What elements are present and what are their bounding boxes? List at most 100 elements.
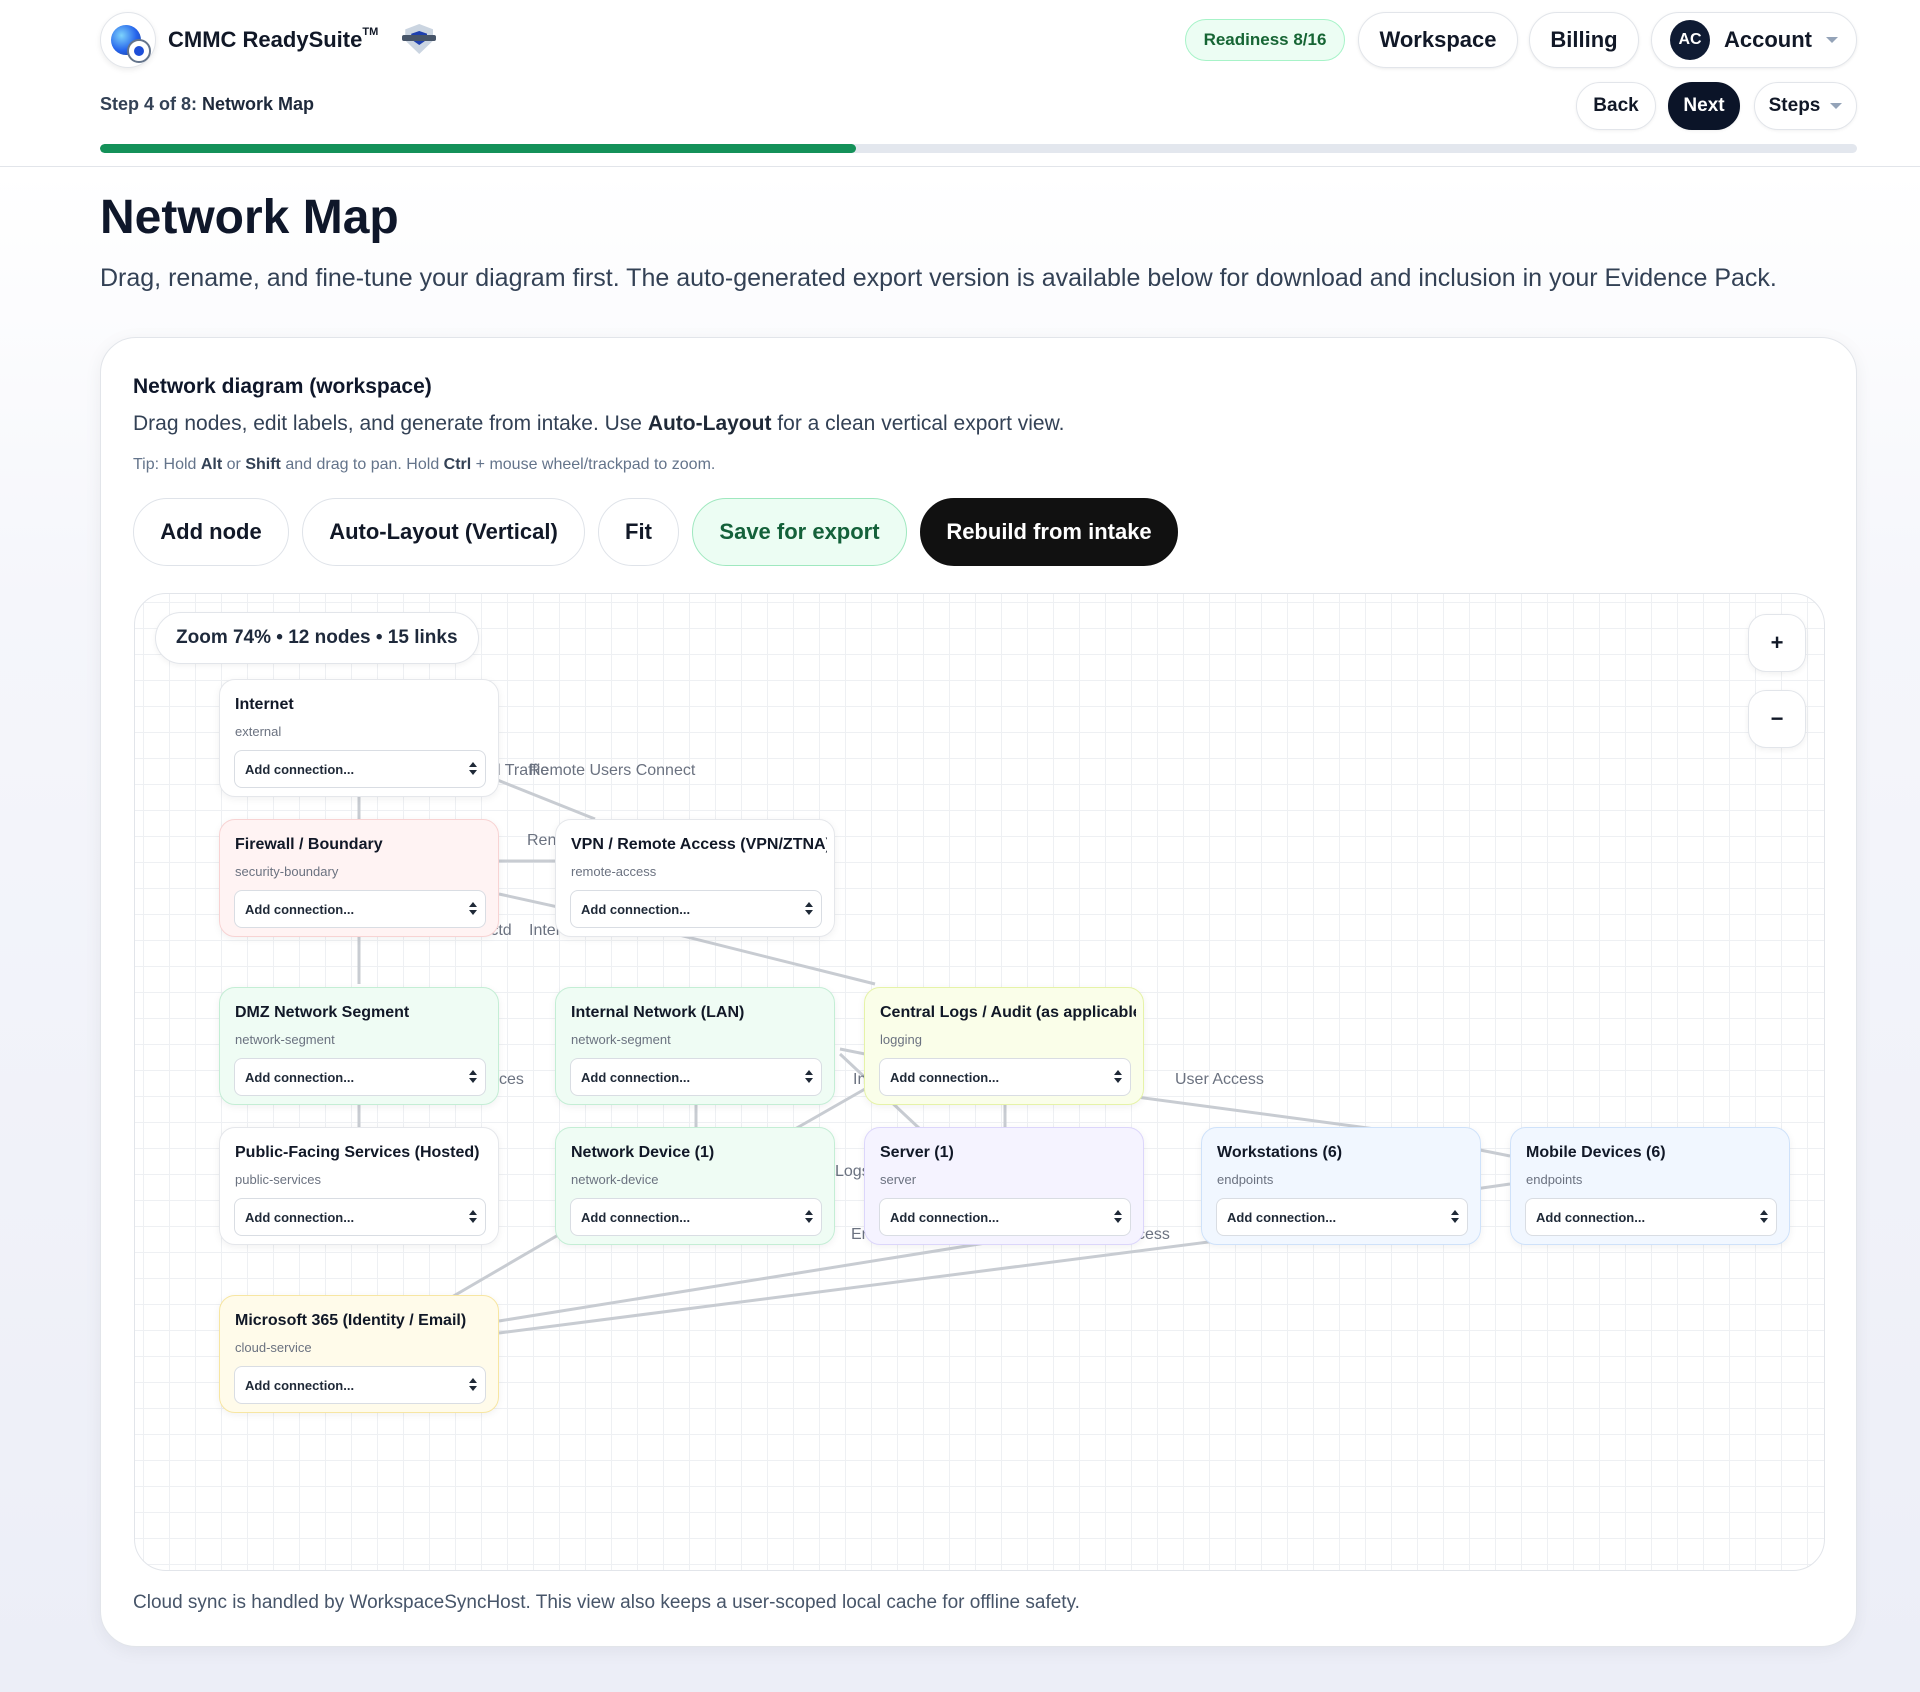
add-connection-label: Add connection... — [245, 1377, 355, 1393]
card-title: Network diagram (workspace) — [133, 375, 432, 398]
select-arrows-icon — [1760, 1210, 1768, 1224]
node-title[interactable]: Microsoft 365 (Identity / Email) — [235, 1312, 467, 1329]
step-count: Step 4 of 8: — [100, 94, 198, 114]
add-connection-select[interactable]: Add connection... — [234, 1366, 486, 1404]
brand-name-text: CMMC ReadySuite — [168, 27, 363, 52]
add-connection-select[interactable]: Add connection... — [570, 890, 822, 928]
steps-menu-button[interactable]: Steps — [1754, 82, 1857, 130]
page-title: Network Map — [100, 191, 399, 244]
node-title[interactable]: DMZ Network Segment — [235, 1004, 410, 1021]
add-connection-select[interactable]: Add connection... — [879, 1058, 1131, 1096]
diagram-node[interactable]: Central Logs / Audit (as applicable) logg… — [864, 987, 1144, 1105]
next-button[interactable]: Next — [1668, 82, 1740, 130]
select-arrows-icon — [1114, 1070, 1122, 1084]
zoom-status: Zoom 74% • 12 nodes • 15 links — [155, 612, 479, 664]
add-connection-label: Add connection... — [1536, 1209, 1646, 1225]
link-label: ces — [499, 1071, 524, 1088]
select-arrows-icon — [805, 1210, 813, 1224]
step-indicator: Step 4 of 8: Network Map — [100, 94, 314, 115]
node-type: network-segment — [571, 1032, 671, 1047]
node-title[interactable]: Firewall / Boundary — [235, 836, 383, 853]
add-connection-label: Add connection... — [245, 761, 355, 777]
node-title[interactable]: Internal Network (LAN) — [571, 1004, 745, 1021]
zoom-out-button[interactable]: − — [1748, 690, 1806, 748]
node-title[interactable]: Mobile Devices (6) — [1526, 1144, 1666, 1161]
rebuild-from-intake-button[interactable]: Rebuild from intake — [920, 498, 1178, 566]
node-type: external — [235, 724, 282, 739]
link-label: cess — [1137, 1226, 1170, 1243]
certification-badge-icon — [402, 22, 437, 58]
link-line — [494, 777, 596, 821]
select-arrows-icon — [1451, 1210, 1459, 1224]
select-arrows-icon — [469, 762, 477, 776]
link-line — [794, 1087, 866, 1131]
account-menu-button[interactable]: AC Account — [1651, 12, 1857, 68]
node-type: cloud-service — [235, 1340, 312, 1355]
add-connection-label: Add connection... — [581, 1069, 691, 1085]
node-type: logging — [880, 1032, 922, 1047]
add-connection-select[interactable]: Add connection... — [234, 890, 486, 928]
node-type: security-boundary — [235, 864, 339, 879]
billing-button[interactable]: Billing — [1529, 12, 1639, 68]
add-connection-select[interactable]: Add connection... — [1216, 1198, 1468, 1236]
add-connection-select[interactable]: Add connection... — [1525, 1198, 1777, 1236]
select-arrows-icon — [805, 1070, 813, 1084]
diagram-node[interactable]: VPN / Remote Access (VPN/ZTNA) remote-acc… — [555, 819, 835, 937]
step-progress-fill — [100, 144, 856, 153]
node-title[interactable]: VPN / Remote Access (VPN/ZTNA) — [571, 836, 827, 853]
avatar: AC — [1670, 20, 1710, 60]
node-type: remote-access — [571, 864, 657, 879]
page-subtitle: Drag, rename, and fine-tune your diagram… — [100, 264, 1777, 292]
add-connection-select[interactable]: Add connection... — [234, 1198, 486, 1236]
fit-button[interactable]: Fit — [598, 498, 679, 566]
top-header: CMMC ReadySuiteTM Readiness 8/16 Workspa… — [0, 0, 1920, 167]
diagram-node[interactable]: Microsoft 365 (Identity / Email) cloud-se… — [219, 1295, 499, 1413]
tip-text: or — [222, 456, 246, 473]
node-type: public-services — [235, 1172, 321, 1187]
add-connection-select[interactable]: Add connection... — [570, 1198, 822, 1236]
node-title[interactable]: Central Logs / Audit (as applicable) — [880, 1004, 1136, 1021]
link-label: Inter — [529, 922, 562, 939]
link-label: User Access — [1175, 1071, 1264, 1088]
add-connection-label: Add connection... — [581, 1209, 691, 1225]
add-connection-select[interactable]: Add connection... — [879, 1198, 1131, 1236]
node-title[interactable]: Public-Facing Services (Hosted) — [235, 1144, 480, 1161]
node-title[interactable]: Internet — [235, 696, 294, 713]
desc-bold: Auto-Layout — [647, 412, 772, 435]
add-connection-label: Add connection... — [245, 1069, 355, 1085]
add-connection-select[interactable]: Add connection... — [570, 1058, 822, 1096]
zoom-in-button[interactable]: + — [1748, 614, 1806, 672]
desc-text: Drag nodes, edit labels, and generate fr… — [133, 412, 648, 435]
select-arrows-icon — [805, 902, 813, 916]
add-connection-select[interactable]: Add connection... — [234, 1058, 486, 1096]
link-line — [444, 1232, 561, 1303]
auto-layout-button[interactable]: Auto-Layout (Vertical) — [302, 498, 585, 566]
save-for-export-button[interactable]: Save for export — [692, 498, 907, 566]
steps-label: Steps — [1768, 95, 1821, 116]
chevron-down-icon — [1830, 103, 1843, 109]
diagram-node[interactable]: Public-Facing Services (Hosted) public-se… — [219, 1127, 499, 1245]
tip-key-ctrl: Ctrl — [443, 456, 472, 473]
tip-key-alt: Alt — [200, 456, 223, 473]
add-connection-label: Add connection... — [581, 901, 691, 917]
brand[interactable]: CMMC ReadySuiteTM — [100, 12, 437, 68]
node-title[interactable]: Server (1) — [880, 1144, 954, 1161]
add-connection-label: Add connection... — [245, 1209, 355, 1225]
link-label: l Traffic — [497, 762, 549, 779]
node-title[interactable]: Network Device (1) — [571, 1144, 715, 1161]
readiness-badge[interactable]: Readiness 8/16 — [1185, 19, 1345, 61]
workspace-button[interactable]: Workspace — [1358, 12, 1518, 68]
back-button[interactable]: Back — [1576, 82, 1656, 130]
node-title[interactable]: Workstations (6) — [1217, 1144, 1343, 1161]
add-connection-select[interactable]: Add connection... — [234, 750, 486, 788]
add-node-button[interactable]: Add node — [133, 498, 289, 566]
